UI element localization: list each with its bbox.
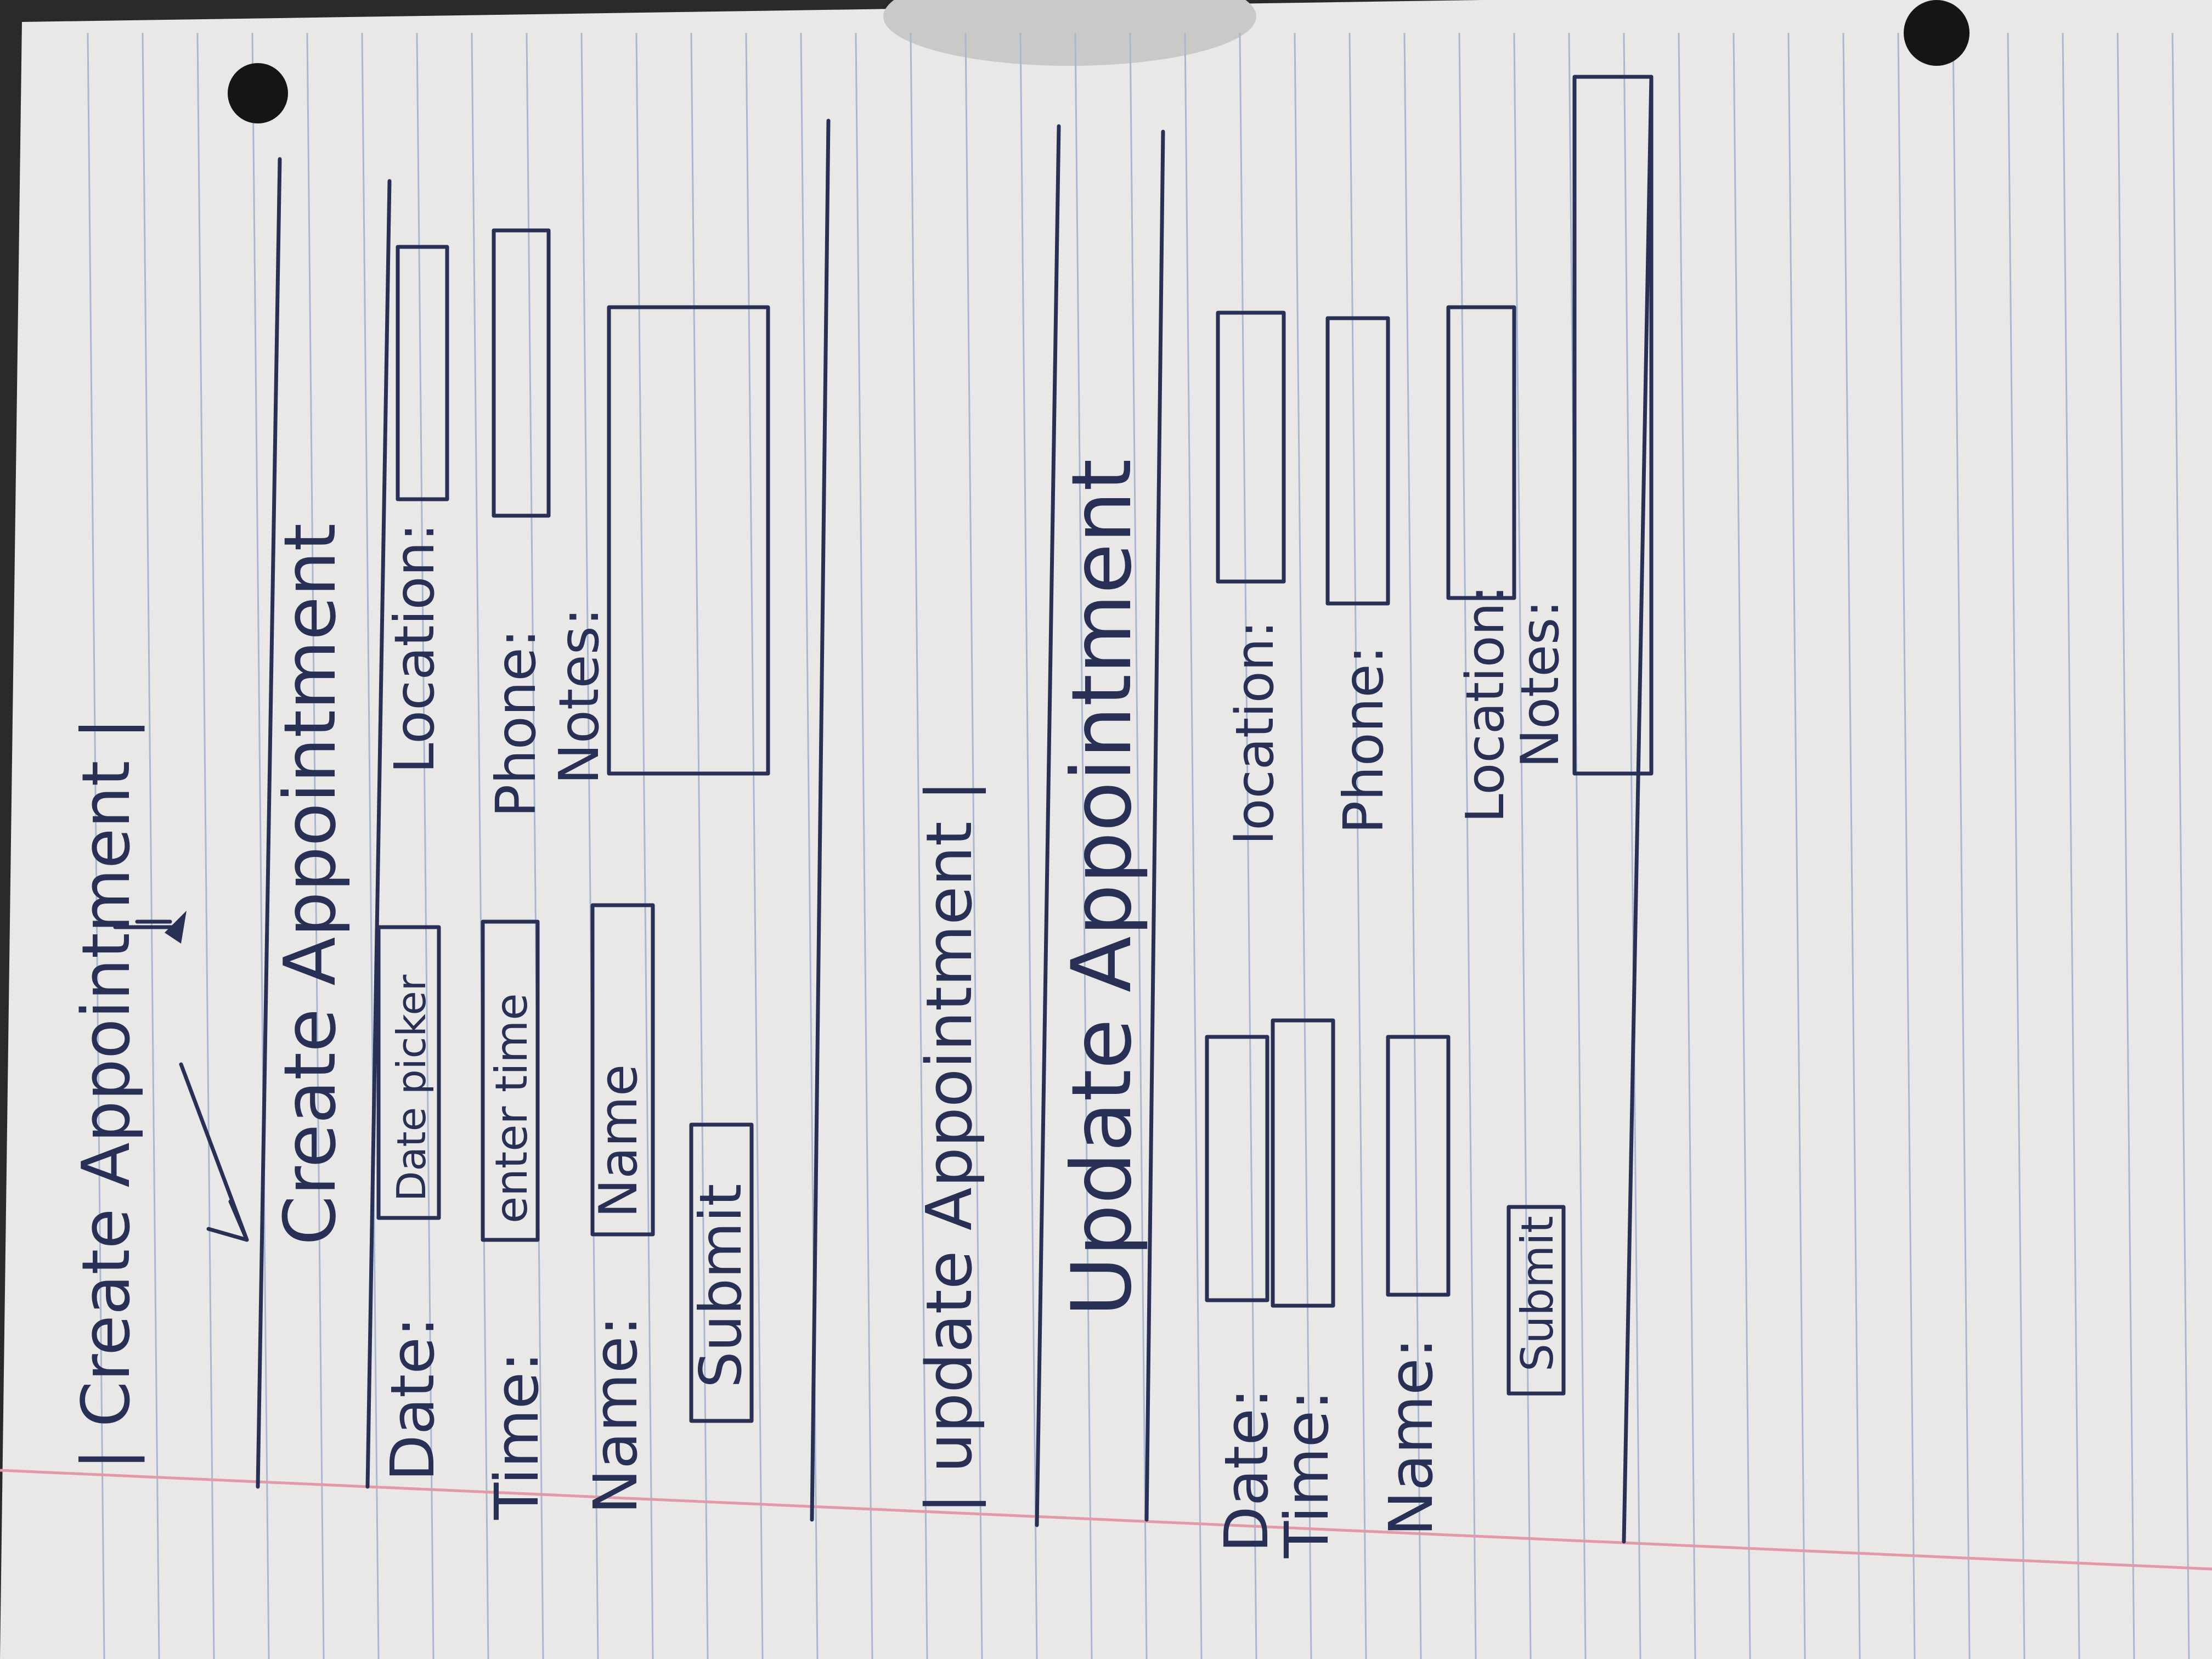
create-notes-textarea[interactable] bbox=[607, 305, 770, 776]
update-phone-input[interactable] bbox=[1325, 316, 1390, 606]
create-form-bottom-border bbox=[810, 119, 831, 1522]
update-time-input[interactable] bbox=[1271, 1018, 1335, 1308]
svg-text:Time:: Time: bbox=[1272, 1390, 1342, 1559]
update-form-title: Update Appointment bbox=[1054, 459, 1150, 1317]
update-form-header-divider bbox=[1144, 129, 1165, 1522]
create-name-input[interactable] bbox=[590, 903, 655, 1237]
update-submit-button[interactable] bbox=[1506, 1205, 1566, 1396]
create-form-header-divider bbox=[365, 179, 392, 1489]
paper-fold bbox=[883, 0, 1256, 66]
update-form-top-border bbox=[1035, 124, 1061, 1527]
create-submit-label: Submit bbox=[687, 1184, 754, 1388]
svg-text:Create Appointment: Create Appointment bbox=[268, 523, 352, 1245]
create-time-label: Time: bbox=[482, 1352, 552, 1520]
create-location-label: Location: bbox=[382, 523, 447, 774]
svg-text:Location:: Location: bbox=[382, 523, 447, 774]
update-appointment-form: Update Appointment Date: location: Time:… bbox=[1035, 75, 1654, 1559]
svg-text:Submit: Submit bbox=[687, 1184, 754, 1388]
create-form-title: Create Appointment bbox=[268, 523, 352, 1245]
create-route-label[interactable]: | Create Appointment | bbox=[69, 718, 145, 1470]
svg-text:Notes:: Notes: bbox=[1510, 600, 1571, 768]
create-date-label: Date: bbox=[377, 1317, 448, 1481]
update-name-label: Name: bbox=[1376, 1338, 1446, 1536]
update-time-label: Time: bbox=[1272, 1390, 1342, 1559]
punch-hole-icon bbox=[228, 0, 1970, 123]
create-location-input[interactable] bbox=[396, 245, 449, 501]
down-arrow-icon bbox=[179, 1062, 249, 1242]
create-time-input[interactable] bbox=[481, 919, 540, 1242]
create-submit-button[interactable] bbox=[689, 1122, 754, 1423]
create-date-placeholder: Date picker bbox=[388, 974, 435, 1201]
svg-text:Name: Name bbox=[589, 1064, 649, 1218]
update-notes-textarea[interactable] bbox=[1572, 75, 1654, 776]
svg-text:Update Appointment: Update Appointment bbox=[1054, 459, 1150, 1317]
update-submit-label: Submit bbox=[1512, 1216, 1563, 1372]
create-time-placeholder: enter time bbox=[486, 993, 537, 1223]
svg-text:Submit: Submit bbox=[1512, 1216, 1563, 1372]
svg-text:location:: location: bbox=[1225, 620, 1285, 845]
svg-text:Date:: Date: bbox=[1211, 1388, 1282, 1553]
svg-text:Name:: Name: bbox=[580, 1316, 651, 1514]
create-appointment-form: Create Appointment Date: Date picker Loc… bbox=[256, 119, 831, 1522]
update-name-input[interactable] bbox=[1386, 1035, 1451, 1297]
create-notes-label: Notes: bbox=[547, 607, 611, 785]
create-date-picker[interactable] bbox=[376, 925, 441, 1220]
svg-text:Phone:: Phone: bbox=[484, 629, 548, 817]
update-location-label: location: bbox=[1225, 620, 1285, 845]
svg-text:Date:: Date: bbox=[377, 1317, 448, 1481]
create-name-label: Name: bbox=[580, 1316, 651, 1514]
svg-text:Phone:: Phone: bbox=[1331, 646, 1396, 834]
update-location2-label: Location: bbox=[1455, 585, 1516, 823]
create-name-placeholder: Name bbox=[589, 1064, 649, 1218]
update-location-input[interactable] bbox=[1216, 311, 1286, 584]
svg-text:Name:: Name: bbox=[1376, 1338, 1446, 1536]
create-route-text: | Create Appointment | bbox=[69, 718, 145, 1470]
ruled-lines bbox=[87, 32, 2190, 1659]
update-notes-label: Notes: bbox=[1510, 600, 1571, 768]
svg-text:enter time: enter time bbox=[486, 993, 537, 1223]
update-route-label[interactable]: | update Appointment | bbox=[913, 780, 986, 1514]
svg-text:Notes:: Notes: bbox=[547, 607, 611, 785]
update-form-bottom-border bbox=[1622, 75, 1654, 1544]
svg-text:Location:: Location: bbox=[1455, 585, 1516, 823]
update-route-text: | update Appointment | bbox=[913, 780, 986, 1514]
update-date-input[interactable] bbox=[1205, 1035, 1269, 1302]
update-date-label: Date: bbox=[1211, 1388, 1282, 1553]
update-phone-label: Phone: bbox=[1331, 646, 1396, 834]
create-phone-input[interactable] bbox=[492, 228, 551, 518]
svg-text:Date picker: Date picker bbox=[388, 974, 435, 1201]
update-location2-input[interactable] bbox=[1446, 305, 1516, 600]
svg-text:Time:: Time: bbox=[482, 1352, 552, 1520]
cursor-tip-icon bbox=[165, 911, 187, 944]
create-form-top-border bbox=[256, 157, 282, 1489]
create-phone-label: Phone: bbox=[484, 629, 548, 817]
